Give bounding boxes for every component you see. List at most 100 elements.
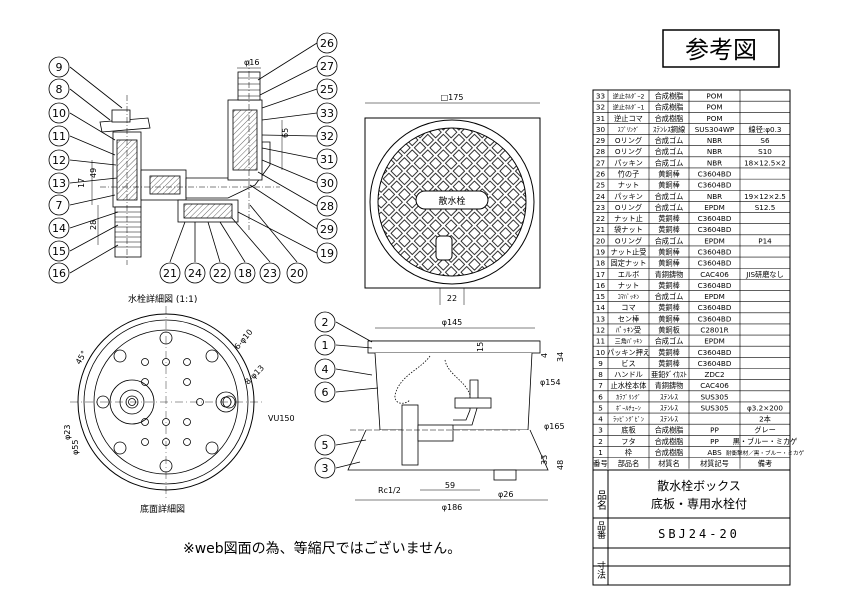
title-name-label: 品名 [595, 490, 607, 511]
callout-15: 15 [52, 245, 66, 258]
callouts-faucet-left [48, 56, 123, 284]
bom-cell-code: ABS [707, 448, 722, 457]
bom-cell-no: 32 [596, 103, 605, 112]
bom-cell-no: 6 [598, 392, 603, 401]
bom-cell-no: 10 [596, 348, 606, 357]
bottom-detail-view [70, 306, 262, 498]
callout-30: 30 [320, 177, 334, 190]
bom-cell-code: C3604BD [698, 314, 732, 323]
bom-cell-no: 29 [596, 136, 606, 145]
bom-cell-no: 20 [596, 236, 606, 245]
bom-cell-name: Oリング [615, 147, 642, 156]
bom-cell-note: P14 [758, 236, 772, 245]
bom-header-note: 備考 [758, 459, 772, 468]
callout-18: 18 [238, 267, 252, 280]
bom-cell-note: グレー [754, 426, 776, 435]
bom-cell-no: 27 [596, 158, 605, 167]
dim-d165: φ165 [544, 422, 565, 431]
bom-cell-material: 合成ゴム [655, 292, 684, 301]
callout-20: 20 [290, 267, 304, 280]
bom-cell-code: C3604BD [698, 225, 732, 234]
dim-d28: 28 [89, 220, 98, 230]
bom-header-name: 部品名 [618, 459, 640, 468]
bom-cell-note: S12.5 [755, 203, 776, 212]
bom-cell-no: 30 [596, 125, 606, 134]
callout-28: 28 [320, 200, 334, 213]
top-view [364, 102, 541, 305]
bom-cell-code: NBR [707, 147, 722, 156]
bom-cell-name: ナット [618, 181, 640, 190]
bom-cell-code: C3604BD [698, 281, 732, 290]
bom-cell-code: SUS304WP [695, 125, 735, 134]
callout-27: 27 [320, 60, 334, 73]
callout-23: 23 [263, 267, 277, 280]
dim-d33: 33 [540, 455, 549, 465]
bom-cell-no: 11 [596, 337, 605, 346]
bom-cell-material: 黄銅棒 [658, 181, 680, 190]
callout-10: 10 [52, 107, 66, 120]
bom-cell-material: 合成樹脂 [655, 92, 684, 101]
bom-cell-code: C3604BD [698, 303, 732, 312]
bom-cell-name: ナット [618, 281, 640, 290]
bom-cell-name: 逆止コマ [614, 114, 643, 123]
callout-6: 6 [322, 386, 329, 399]
callout-1: 1 [322, 339, 329, 352]
dim-d15: 15 [476, 342, 485, 352]
dim-6phi10: 6-φ10 [233, 328, 255, 352]
dim-d23: φ23 [63, 425, 72, 440]
bom-cell-material: 合成樹脂 [655, 426, 684, 435]
callout-12: 12 [52, 154, 66, 167]
bom-cell-code: EPDM [704, 236, 725, 245]
bom-cell-no: 18 [596, 259, 606, 268]
bom-cell-code: NBR [707, 136, 722, 145]
bom-cell-no: 25 [596, 181, 605, 190]
bom-cell-code: SUS305 [700, 403, 728, 412]
bom-cell-material: 合成樹脂 [655, 448, 684, 457]
bom-cell-code: CAC406 [700, 381, 729, 390]
faucet-dimensions [91, 67, 283, 245]
dim-d65: 65 [281, 128, 290, 138]
bom-cell-name: ｶﾗﾌﾞﾘﾝｸﾞ [616, 394, 641, 401]
dim-d17: 17 [77, 178, 86, 188]
bom-cell-material: ｽﾃﾝﾚｽ [660, 415, 678, 424]
bom-cell-name: 止水栓本体 [611, 381, 647, 390]
faucet-detail-view [99, 60, 280, 265]
bom-cell-name: パッキン [614, 192, 643, 201]
bom-cell-no: 7 [598, 381, 603, 390]
bom-cell-material: 合成ゴム [655, 203, 684, 212]
bom-cell-code: ZDC2 [704, 370, 724, 379]
bom-cell-note: S6 [760, 136, 770, 145]
bom-cell-name: ﾗｯﾋﾟﾝｸﾞﾋﾟﾝ [613, 417, 644, 424]
bom-cell-name: パッキン [614, 158, 643, 167]
bom-cell-no: 26 [596, 170, 606, 179]
bom-cell-material: 黄銅棒 [658, 214, 680, 223]
bom-cell-name: Oリング [615, 236, 642, 245]
bom-cell-note: S10 [758, 147, 772, 156]
callout-5: 5 [322, 439, 329, 452]
bom-cell-code: C3604BD [698, 259, 732, 268]
callout-8: 8 [56, 83, 63, 96]
reference-stamp: 参考図 [662, 29, 780, 68]
title-block [592, 469, 791, 586]
dim-d186: φ186 [442, 503, 463, 512]
bom-cell-note: 18×12.5×2 [744, 158, 786, 167]
bom-cell-name: 逆止ﾎﾙﾀﾞｰ1 [613, 104, 645, 112]
bom-cell-material: 黄銅棒 [658, 348, 680, 357]
callout-labels-section: 2 1 4 6 5 3 [322, 316, 329, 475]
bom-cell-note: 19×12×2.5 [744, 192, 786, 201]
